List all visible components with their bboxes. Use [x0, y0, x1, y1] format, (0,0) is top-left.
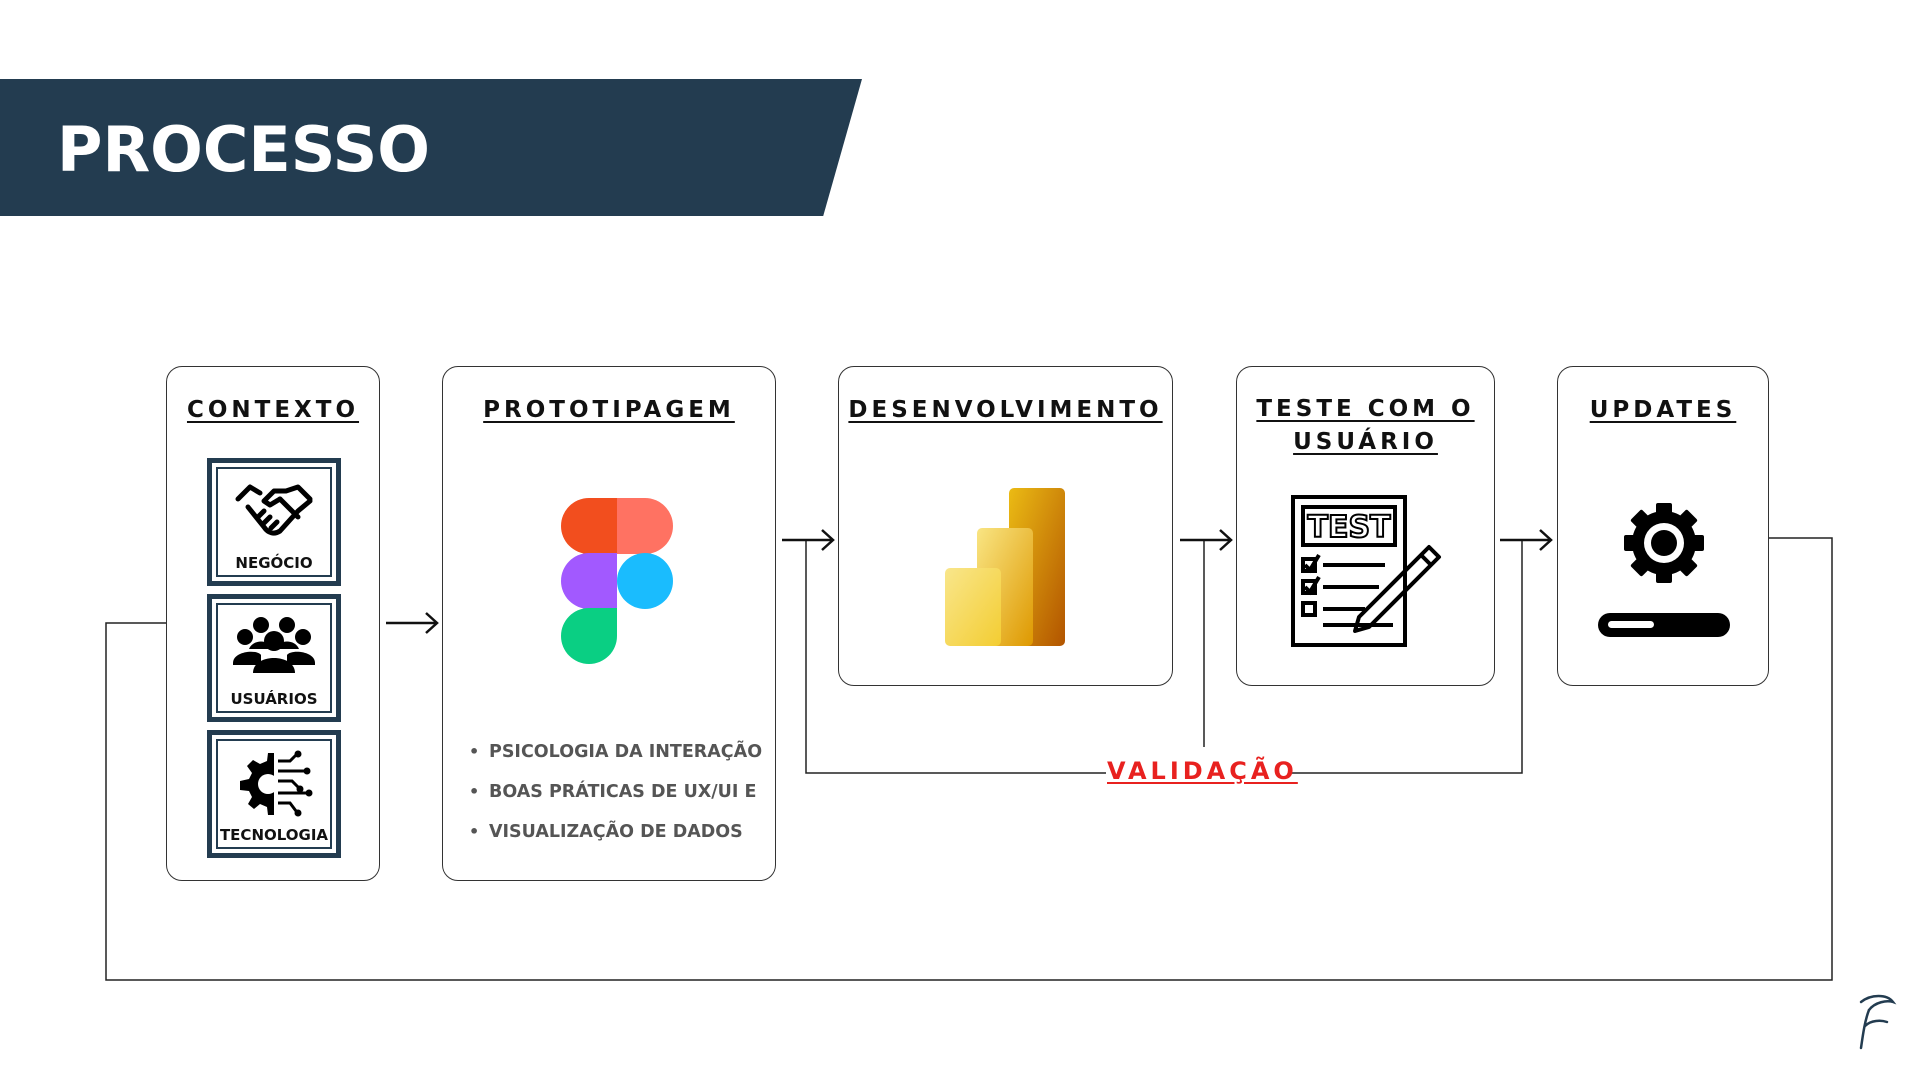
bullet-item: PSICOLOGIA DA INTERAÇÃO	[469, 732, 762, 772]
title-banner	[0, 79, 862, 216]
step-desenvolvimento-card: DESENVOLVIMENTO	[838, 366, 1173, 686]
context-item-negocio: NEGÓCIO	[207, 458, 341, 586]
feedback-loop-line	[105, 537, 1833, 981]
validation-label: VALIDAÇÃO	[1107, 755, 1298, 787]
context-item-tecnologia: TECNOLOGIA	[207, 730, 341, 858]
gear-progress-icon	[1598, 503, 1730, 637]
handshake-icon	[235, 484, 313, 536]
tech-gear-circuit-icon	[240, 750, 313, 817]
validation-loop-line	[805, 540, 1106, 774]
context-item-usuarios: USUÁRIOS	[207, 594, 341, 722]
svg-text:TEST: TEST	[1307, 510, 1391, 545]
validation-loop-line-right	[1288, 540, 1523, 774]
step-prototipagem-card: PROTOTIPAGEM PSICOLOGIA DA INTERAÇÃO BOA…	[442, 366, 776, 881]
test-checklist-icon: TEST	[1291, 495, 1441, 647]
power-bi-logo-icon	[945, 488, 1065, 646]
step-desenvolvimento-title: DESENVOLVIMENTO	[848, 397, 1163, 423]
page-title: PROCESSO	[57, 113, 430, 186]
bullet-item-continuation: VISUALIZAÇÃO DE DADOS	[469, 812, 762, 852]
step-teste-card: TESTE COM O USUÁRIO TEST	[1236, 366, 1495, 686]
context-item-label: TECNOLOGIA	[219, 826, 329, 844]
brand-logo-icon	[1859, 994, 1897, 1050]
figma-logo-icon	[561, 498, 673, 664]
context-item-label: USUÁRIOS	[230, 690, 318, 708]
bullet-item: BOAS PRÁTICAS DE UX/UI E	[469, 772, 762, 812]
step-prototipagem-title: PROTOTIPAGEM	[483, 397, 735, 423]
step-contexto-title: CONTEXTO	[186, 397, 360, 423]
step-updates-title: UPDATES	[1589, 397, 1737, 423]
prototipagem-bullet-list: PSICOLOGIA DA INTERAÇÃO BOAS PRÁTICAS DE…	[469, 732, 762, 852]
users-group-icon	[233, 617, 315, 673]
step-contexto-card: CONTEXTO NEGÓCIO	[166, 366, 380, 881]
step-teste-title-line2: USUÁRIO	[1293, 429, 1438, 455]
context-item-label: NEGÓCIO	[235, 554, 313, 572]
step-teste-title-line1: TESTE COM O	[1256, 396, 1475, 422]
step-updates-card: UPDATES	[1557, 366, 1769, 686]
